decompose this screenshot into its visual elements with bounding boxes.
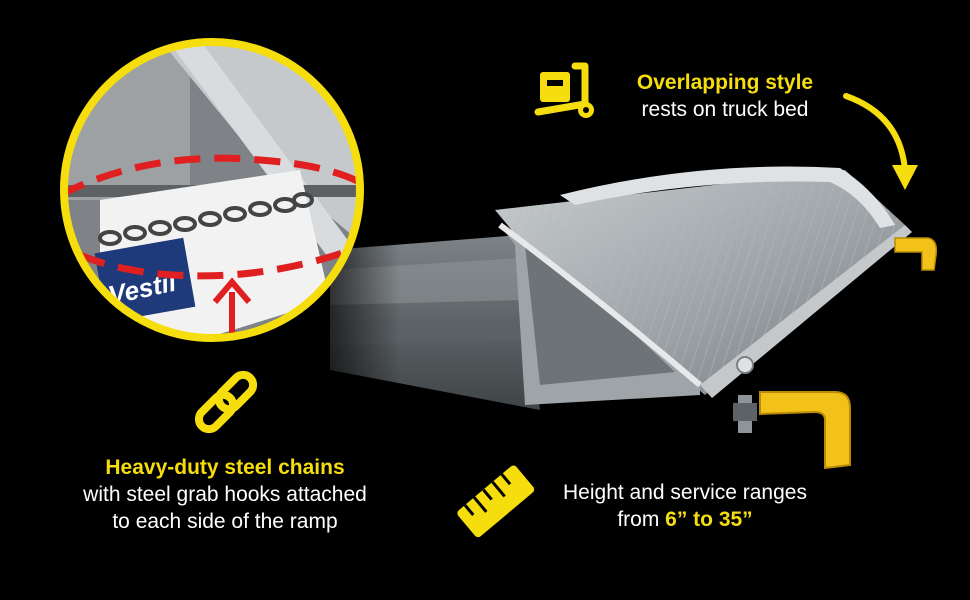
chains-line-2: with steel grab hooks attached	[83, 482, 367, 506]
overlap-title: Overlapping style	[636, 71, 814, 94]
height-line-2: from 6” to 35”	[515, 507, 855, 534]
height-callout: Height and service ranges from 6” to 35”	[515, 480, 855, 534]
chains-callout: Heavy-duty steel chains with steel grab …	[40, 455, 410, 536]
overlap-callout: Overlapping style rests on truck bed	[580, 70, 870, 124]
curved-arrow	[843, 93, 908, 173]
height-range: 6” to 35”	[665, 507, 753, 531]
overlap-desc: rests on truck bed	[641, 97, 809, 121]
height-prefix: from	[617, 507, 666, 531]
ramp-photo	[290, 166, 938, 470]
chains-title: Heavy-duty steel chains	[105, 456, 345, 479]
chains-line-3: to each side of the ramp	[112, 509, 338, 533]
hand-truck-icon	[534, 62, 594, 118]
ruler-icon	[457, 465, 535, 538]
height-line-1: Height and service ranges	[563, 481, 807, 504]
chain-closeup	[98, 192, 314, 246]
chain-link-icon	[194, 370, 258, 434]
